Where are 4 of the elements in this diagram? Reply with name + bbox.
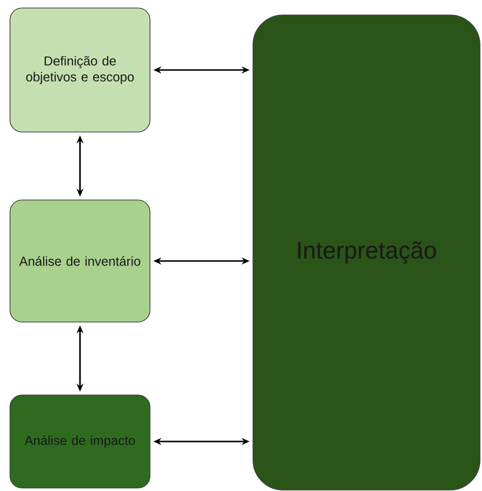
process-box: Análise de impacto (10, 394, 150, 488)
process-box: Definição de objetivos e escopo (10, 8, 150, 132)
process-box: Análise de inventário (10, 200, 150, 322)
process-panel: Interpretação (252, 14, 480, 490)
